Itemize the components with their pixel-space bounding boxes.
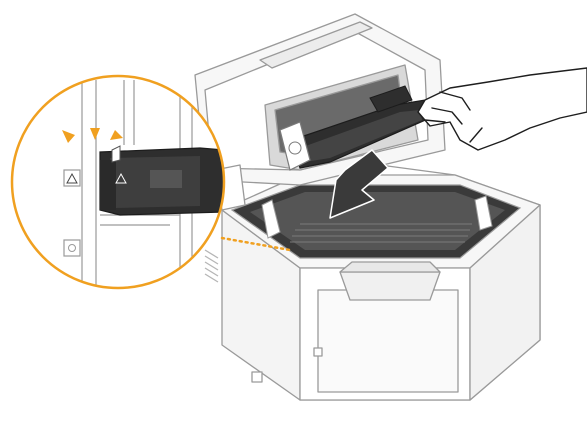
side-vent [205, 250, 218, 282]
zoom-callout [12, 76, 225, 300]
